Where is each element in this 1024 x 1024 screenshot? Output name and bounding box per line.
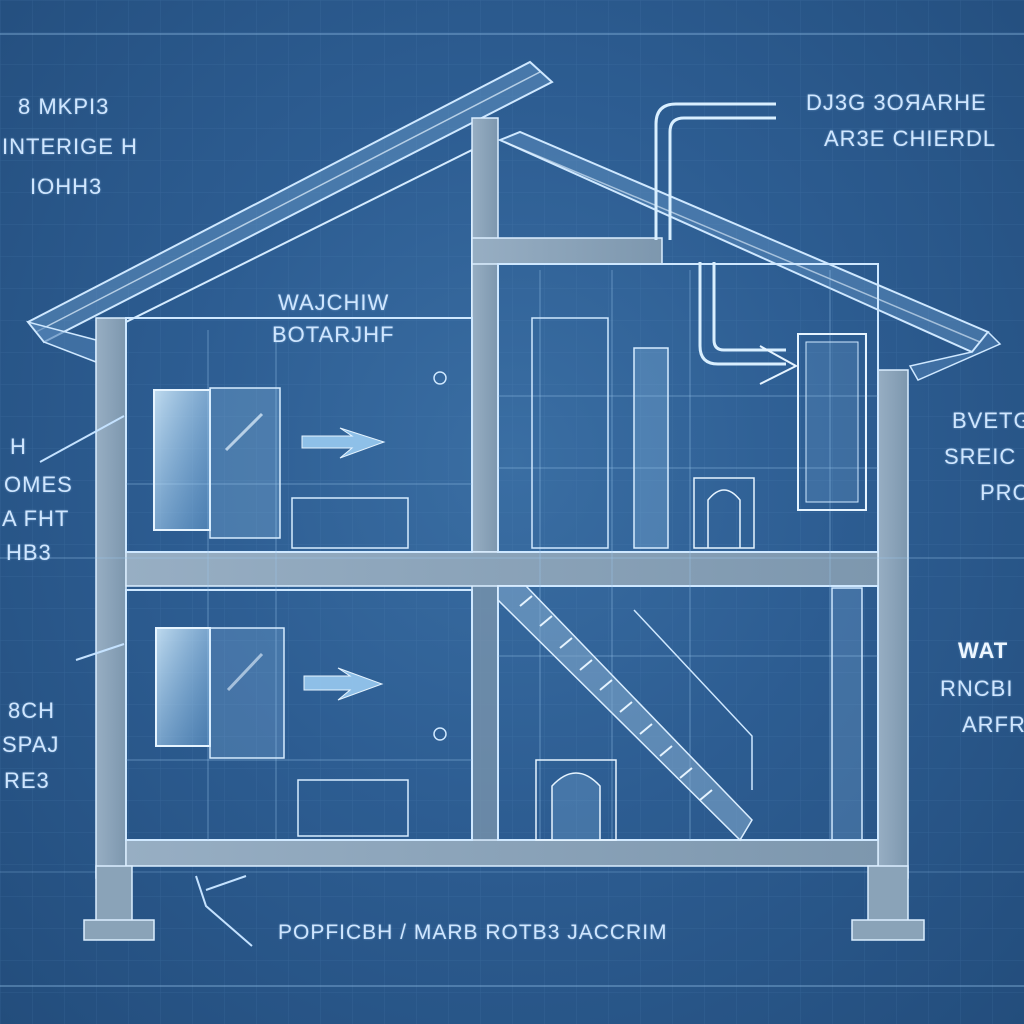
construction-lines	[0, 270, 1024, 840]
right-arrow-icon	[759, 345, 799, 385]
window-upper-left	[153, 387, 281, 539]
label-left-lower-line3: RE3	[4, 768, 50, 793]
ventilation-duct	[654, 102, 786, 366]
fixture-lower-left	[433, 727, 447, 741]
label-top-left-line1: 8 MKPI3	[18, 94, 110, 119]
right-arrow-icon	[301, 427, 386, 459]
label-top-left-line2: INTERIGE H	[2, 134, 138, 159]
label-right-lower-line1: WAT	[958, 638, 1009, 663]
label-left-lower-line2: SPAJ	[2, 732, 60, 757]
label-bottom-caption: POPFICBH / MARB ROTB3 JACCRIM	[278, 921, 668, 944]
label-top-right-line2: AR3E CHIERDL	[824, 126, 997, 151]
column-lower-right	[831, 587, 863, 841]
right-arrow-icon	[303, 667, 384, 701]
room-outlines	[125, 263, 879, 841]
fireplace-lower-right	[535, 759, 617, 841]
label-right-middle-line3: PRC	[980, 480, 1024, 505]
label-right-lower-line2: RNCBI	[940, 676, 1014, 701]
window-lower-left	[155, 627, 285, 759]
tall-window-upper-right	[797, 333, 867, 511]
label-left-lower-line1: 8CH	[8, 698, 56, 723]
roof	[25, 60, 1002, 381]
panel-upper-right	[633, 347, 669, 549]
label-right-lower-line3: ARFR	[962, 712, 1024, 737]
label-right-middle-line1: BVETG	[952, 408, 1024, 433]
label-top-left-line3: IOHH3	[30, 174, 103, 199]
label-left-middle-line4: HB3	[6, 540, 52, 565]
leader-lines	[39, 415, 253, 947]
label-left-middle-line2: OMES	[4, 472, 73, 497]
fireplace-upper-right	[693, 477, 755, 549]
label-left-middle-line1: H	[10, 434, 27, 459]
label-center-room-line2: BOTARJHF	[272, 322, 395, 347]
furniture-lower-left	[297, 779, 409, 837]
footings	[83, 865, 925, 941]
label-left-middle-line3: A FHT	[2, 506, 70, 531]
furniture-upper-left	[291, 497, 409, 549]
label-right-middle-line2: SREIC	[944, 444, 1017, 469]
label-center-room-line1: WAJCHIW	[278, 290, 390, 315]
staircase	[497, 585, 753, 842]
ground-slab	[125, 839, 879, 867]
fixture-upper-left	[433, 371, 447, 385]
cabinet-upper-right	[531, 317, 609, 549]
floor-slab	[125, 551, 879, 587]
label-top-right-line1: DJ3G 3OЯARHE	[806, 90, 987, 115]
